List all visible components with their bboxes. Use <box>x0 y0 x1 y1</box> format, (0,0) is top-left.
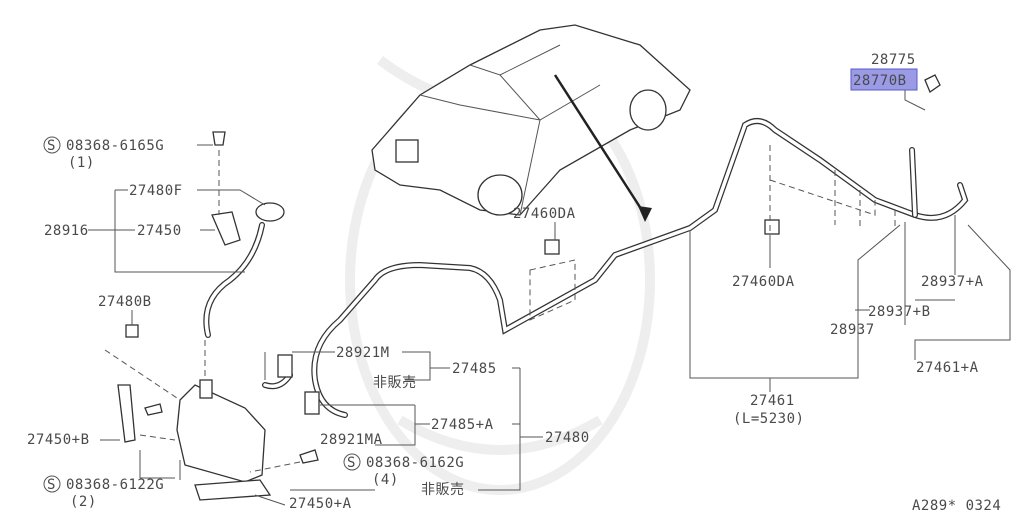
callout-27485a[interactable]: 27485+A <box>431 417 494 433</box>
callout-28937b[interactable]: 28937+B <box>868 304 931 320</box>
not-sold-label: 非販売 <box>373 375 417 391</box>
reference-code: A289* 0324 <box>912 498 1001 511</box>
standard-part-symbol-text: S <box>347 455 356 471</box>
callout-bolt-mid[interactable]: 08368-6162G <box>366 455 464 471</box>
callout-bolt-top[interactable]: 08368-6165G <box>66 138 164 154</box>
callout-27460da[interactable]: 27460DA <box>513 206 576 222</box>
callout-27460da-2[interactable]: 27460DA <box>732 274 795 290</box>
callout-27480f[interactable]: 27480F <box>129 183 183 199</box>
bolt-mid <box>299 449 319 464</box>
standard-part-symbol <box>43 475 61 493</box>
standard-part-symbol-text: S <box>47 477 56 493</box>
callout-28916[interactable]: 28916 <box>44 223 89 239</box>
car-illustration <box>371 24 691 216</box>
filler-neck <box>203 202 285 338</box>
bolt-top <box>212 131 226 146</box>
callout-28937[interactable]: 28937 <box>830 322 875 338</box>
callout-28775[interactable]: 28775 <box>871 52 916 68</box>
standard-part-symbol <box>43 136 61 154</box>
clip-27480b <box>125 324 139 338</box>
pump-28921ma <box>304 391 320 415</box>
callout-27485[interactable]: 27485 <box>452 361 497 377</box>
callout-28921m[interactable]: 28921M <box>336 345 390 361</box>
callout-27480b[interactable]: 27480B <box>98 294 152 310</box>
callout-27461a[interactable]: 27461+A <box>916 360 979 376</box>
callout-28770b[interactable]: 28770B <box>853 73 907 89</box>
standard-part-symbol <box>343 453 361 471</box>
callouts: 28775 28770B 08368-6165G (1) 27480F 2891… <box>27 52 1001 511</box>
clip-27460da-2 <box>764 219 780 235</box>
callout-27480[interactable]: 27480 <box>545 430 590 446</box>
nozzle-28775 <box>924 74 941 93</box>
leader-lines <box>88 72 1011 506</box>
location-arrow <box>553 74 647 216</box>
standard-part-symbol-text: S <box>47 138 56 154</box>
callout-28937a[interactable]: 28937+A <box>921 274 984 290</box>
qty-bolt-top: (1) <box>68 155 95 171</box>
callout-27450b[interactable]: 27450+B <box>27 432 90 448</box>
callout-bolt-bot[interactable]: 08368-6122G <box>66 477 164 493</box>
qty-bolt-mid: (4) <box>372 472 399 488</box>
qty-bolt-bot: (2) <box>70 494 97 510</box>
bolt-bot <box>144 403 163 416</box>
callout-27461[interactable]: 27461 <box>750 393 795 409</box>
not-sold-label-2: 非販売 <box>421 482 465 498</box>
pump-28921m <box>277 354 293 378</box>
clip-27460da <box>544 239 560 255</box>
highlight-box <box>850 68 918 91</box>
callout-27450[interactable]: 27450 <box>137 223 182 239</box>
callout-28921ma[interactable]: 28921MA <box>320 432 383 448</box>
washer-tank <box>117 379 272 501</box>
callout-27450a[interactable]: 27450+A <box>289 496 352 511</box>
length-27461: (L=5230) <box>733 411 804 427</box>
arrow-head <box>638 206 652 222</box>
